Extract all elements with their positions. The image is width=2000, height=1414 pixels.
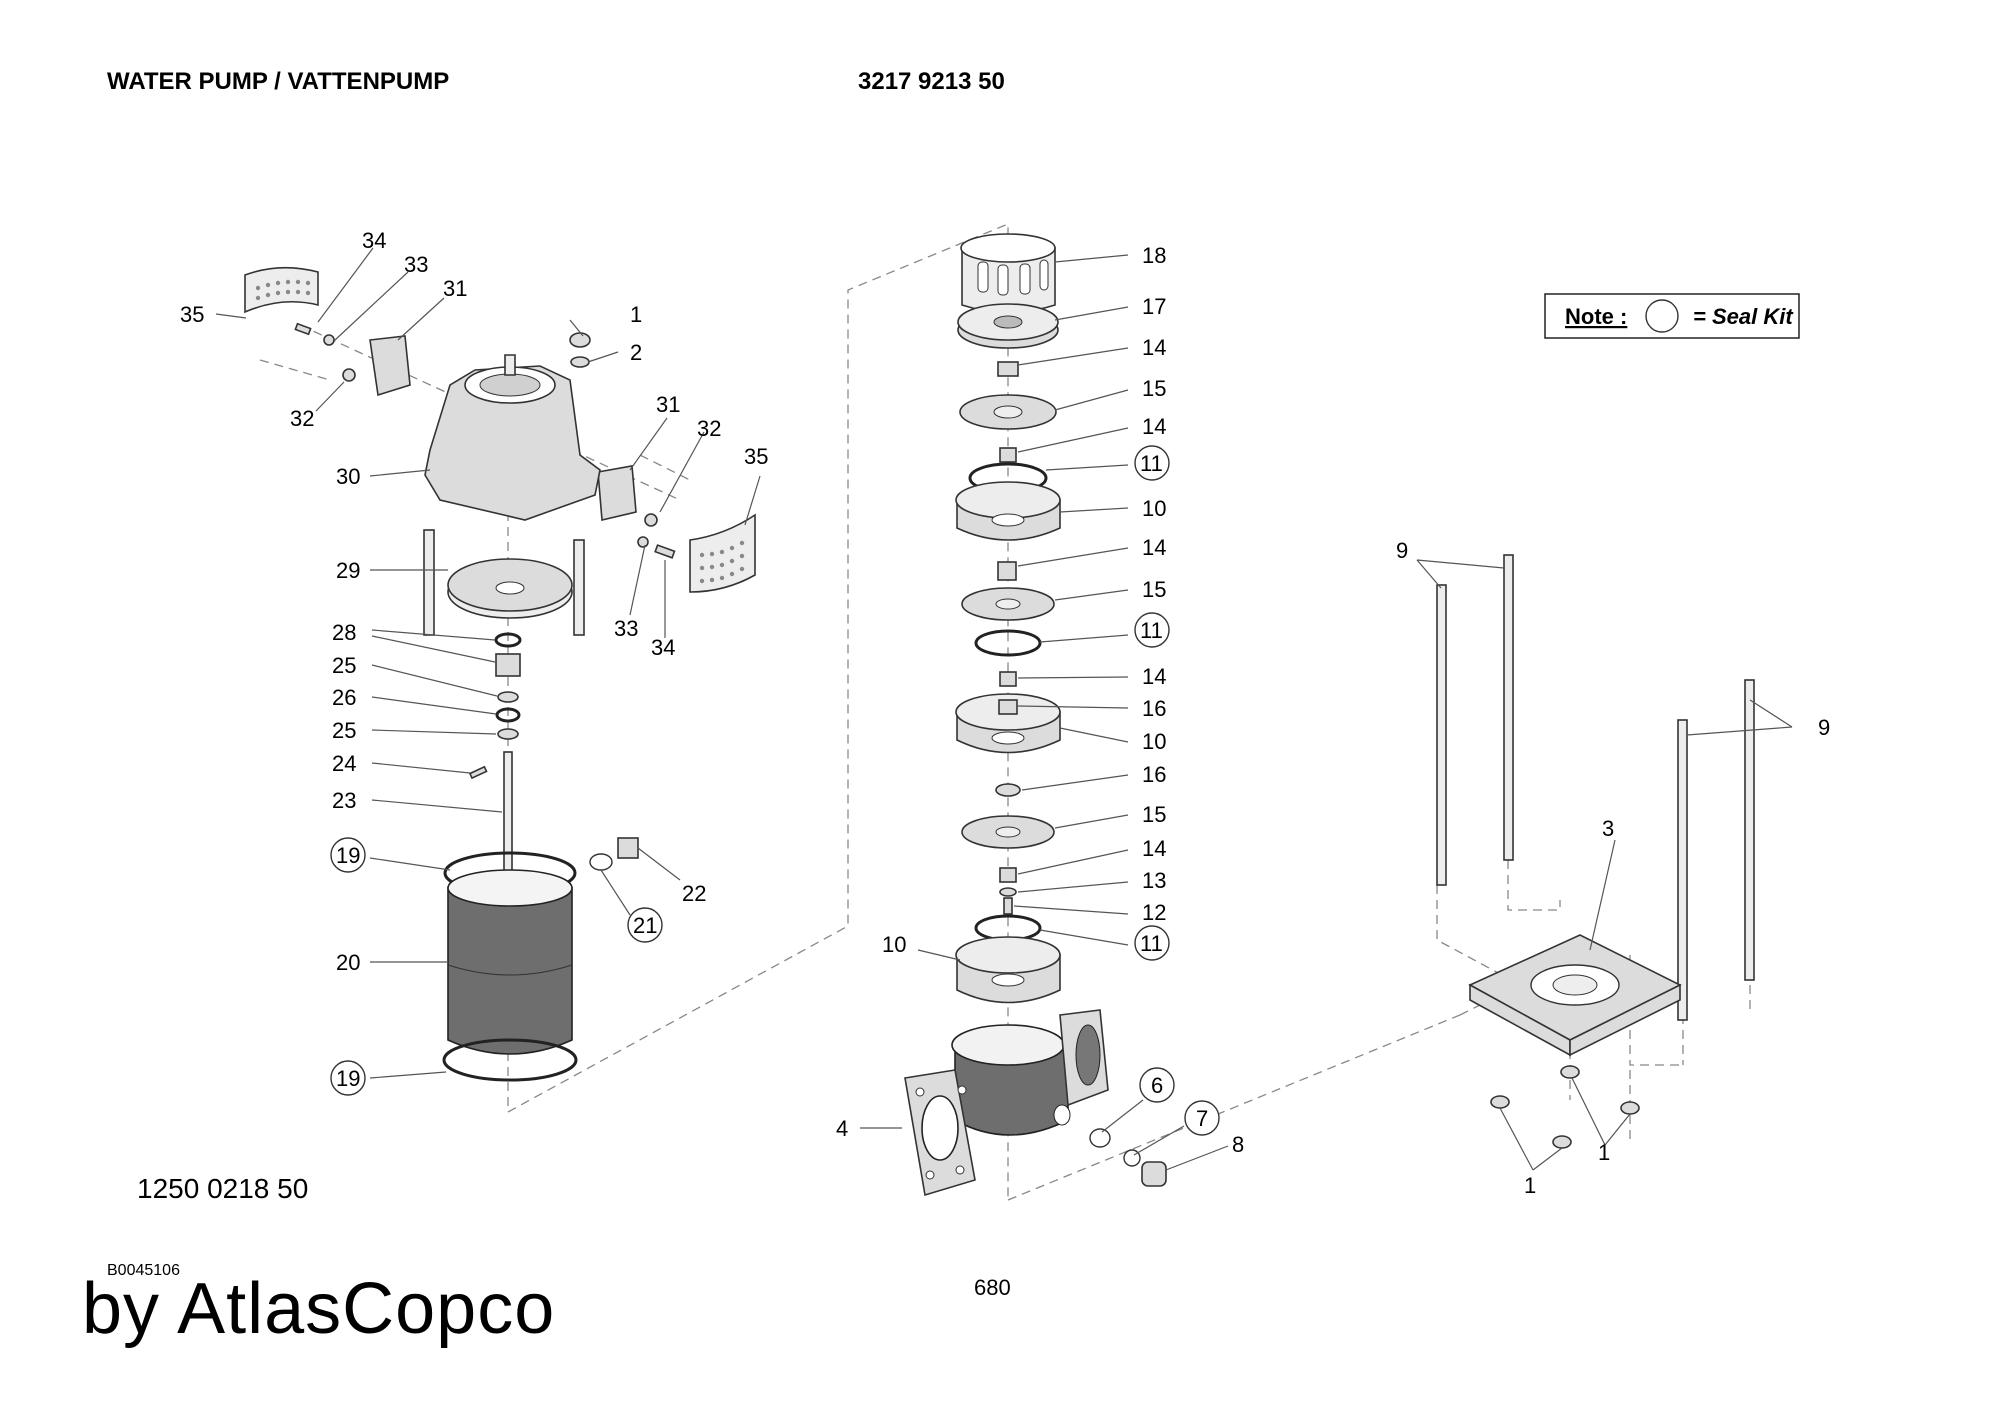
- callout-1-top: 1: [630, 302, 642, 327]
- callout-13: 13: [1142, 868, 1166, 893]
- brand-watermark: by AtlasCopco: [82, 1269, 556, 1349]
- callout-22: 22: [682, 881, 706, 906]
- callout-10-a: 10: [1142, 496, 1166, 521]
- callout-10-b: 10: [1142, 729, 1166, 754]
- callout-26: 26: [332, 685, 356, 710]
- tie-rod-1: [1436, 584, 1447, 886]
- callout-6: 6: [1151, 1073, 1163, 1098]
- guard-screen-left: [244, 266, 319, 314]
- callout-29: 29: [336, 558, 360, 583]
- callout-32-right: 32: [697, 416, 721, 441]
- callout-11-c: 11: [1140, 931, 1163, 956]
- callout-14-d: 14: [1142, 664, 1166, 689]
- callout-16-b: 16: [1142, 762, 1166, 787]
- motor-stool: [424, 365, 601, 521]
- page-title: WATER PUMP / VATTENPUMP: [107, 68, 450, 95]
- clamp-left: [369, 335, 411, 397]
- note-label: Note :: [1565, 304, 1627, 329]
- callout-28: 28: [332, 620, 356, 645]
- callout-10-c: 10: [882, 932, 906, 957]
- pump-shaft: [503, 751, 513, 888]
- outer-sleeve: [447, 886, 573, 1055]
- callout-labels: 34 33 31 35 1 2 32 30 31 32 35 29 33 34 …: [180, 228, 1830, 1198]
- callout-33-top: 33: [404, 252, 428, 277]
- callout-1-lower: 1: [1524, 1173, 1536, 1198]
- callout-21: 21: [633, 913, 657, 938]
- callout-11-a: 11: [1140, 451, 1163, 476]
- callout-19-lower: 19: [336, 1066, 360, 1091]
- tie-rod-4: [1744, 679, 1755, 981]
- image-id: B0045106: [107, 1262, 180, 1279]
- callout-11-b: 11: [1140, 618, 1163, 643]
- callout-20: 20: [336, 950, 360, 975]
- callout-14-b: 14: [1142, 414, 1166, 439]
- callout-9-right: 9: [1818, 715, 1830, 740]
- callout-19-upper: 19: [336, 843, 360, 868]
- callout-15-b: 15: [1142, 577, 1166, 602]
- clamp-right: [597, 465, 637, 521]
- callout-2: 2: [630, 340, 642, 365]
- part-number: 3217 9213 50: [858, 68, 1005, 95]
- seal-kit-note: Note : = Seal Kit: [1544, 293, 1800, 339]
- note-legend: = Seal Kit: [1693, 304, 1794, 329]
- page-number: 680: [974, 1275, 1011, 1300]
- callout-17: 17: [1142, 294, 1166, 319]
- callout-25-upper: 25: [332, 653, 356, 678]
- document-number: 1250 0218 50: [137, 1173, 309, 1204]
- callout-35-left: 35: [180, 302, 204, 327]
- callout-3: 3: [1602, 816, 1614, 841]
- tie-rod-2: [1503, 554, 1514, 861]
- callout-15-c: 15: [1142, 802, 1166, 827]
- callout-34-top: 34: [362, 228, 386, 253]
- callout-1-right: 1: [1598, 1140, 1610, 1165]
- callout-4: 4: [836, 1116, 848, 1141]
- callout-25-lower: 25: [332, 718, 356, 743]
- callout-14-a: 14: [1142, 335, 1166, 360]
- callout-14-c: 14: [1142, 535, 1166, 560]
- callout-32-left: 32: [290, 406, 314, 431]
- callout-15-a: 15: [1142, 376, 1166, 401]
- callout-12: 12: [1142, 900, 1166, 925]
- seal-kit-circles: [330, 445, 1220, 1136]
- callout-18: 18: [1142, 243, 1166, 268]
- pump-stage-stack: [904, 233, 1167, 1197]
- callout-30: 30: [336, 464, 360, 489]
- callout-31-right: 31: [656, 392, 680, 417]
- callout-31-top: 31: [443, 276, 467, 301]
- callout-34-bottom: 34: [651, 635, 675, 660]
- tie-rod-3: [1677, 719, 1688, 1021]
- callout-23: 23: [332, 788, 356, 813]
- callout-14-e: 14: [1142, 836, 1166, 861]
- callout-35-right: 35: [744, 444, 768, 469]
- callout-9-left: 9: [1396, 538, 1408, 563]
- pump-head-assembly: [244, 266, 756, 1082]
- base-plate-assembly: [1436, 554, 1755, 1149]
- seal-kit-symbol: [1645, 299, 1679, 333]
- callout-8: 8: [1232, 1132, 1244, 1157]
- callout-7: 7: [1196, 1106, 1208, 1131]
- callout-24: 24: [332, 751, 356, 776]
- callout-16-a: 16: [1142, 696, 1166, 721]
- leader-lines: [215, 247, 1793, 1171]
- callout-33-bottom: 33: [614, 616, 638, 641]
